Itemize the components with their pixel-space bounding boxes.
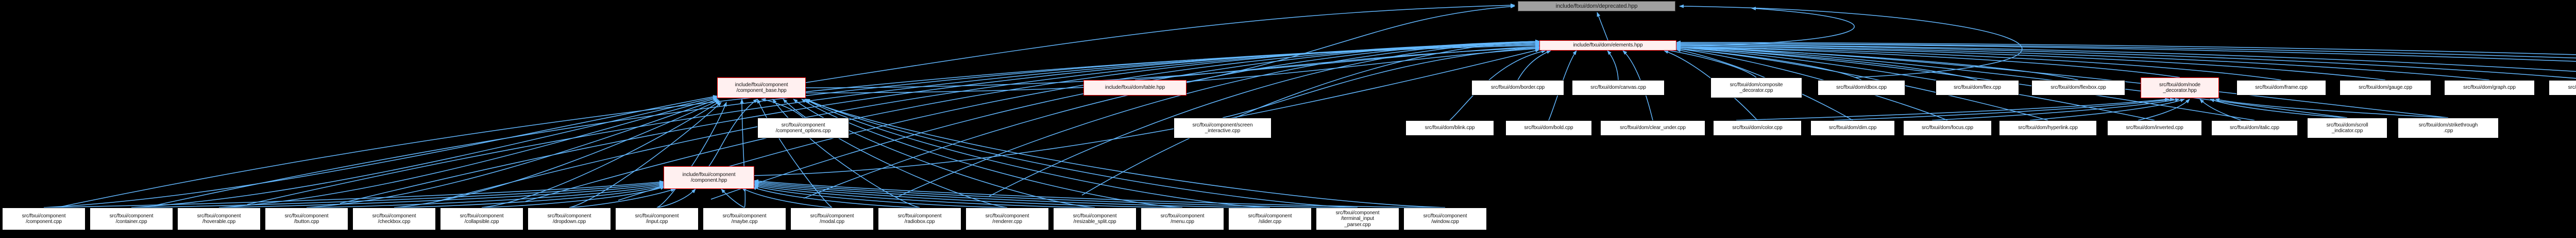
node-label: src/ftxui/dom/graph.cpp [2463,85,2516,91]
node-label: src/ftxui/component /checkbox.cpp [372,213,416,225]
graph-node[interactable]: src/ftxui/component /component.cpp [2,208,86,230]
node-label: src/ftxui/component /resizable_split.cpp [1073,213,1117,225]
graph-node[interactable]: src/ftxui/dom/frame.cpp [2236,80,2326,96]
graph-node[interactable]: include/ftxui/component /component.hpp [664,166,754,189]
graph-node[interactable]: src/ftxui/dom/bold.cpp [1505,120,1592,136]
graph-node[interactable]: src/ftxui/component /menu.cpp [1141,208,1224,230]
node-label: include/ftxui/dom/deprecated.hpp [1555,3,1638,9]
graph-node[interactable]: src/ftxui/component /maybe.cpp [703,208,786,230]
graph-node[interactable]: include/ftxui/component /component_base.… [717,77,806,98]
graph-node[interactable]: src/ftxui/component /checkbox.cpp [352,208,436,230]
graph-node[interactable]: src/ftxui/dom/graph.cpp [2444,80,2535,96]
graph-node[interactable]: src/ftxui/component /window.cpp [1403,208,1487,230]
graph-node[interactable]: src/ftxui/dom/canvas.cpp [1572,80,1665,96]
graph-node[interactable]: src/ftxui/component /component_options.c… [757,118,849,138]
graph-node[interactable]: src/ftxui/component /slider.cpp [1228,208,1312,230]
graph-node[interactable]: src/ftxui/dom/border.cpp [1471,80,1564,96]
node-label: include/ftxui/component /component_base.… [735,82,788,93]
graph-node[interactable]: src/ftxui/component /hoverable.cpp [177,208,261,230]
node-label: src/ftxui/dom/scroll _indicator.cpp [2326,122,2368,134]
node-label: src/ftxui/component/screen _interactive.… [1192,122,1253,134]
node-label: src/ftxui/dom/frame.cpp [2255,85,2308,91]
graph-node[interactable]: src/ftxui/component /modal.cpp [790,208,874,230]
graph-node[interactable]: src/ftxui/dom/gridbox.cpp [2549,80,2576,96]
node-label: src/ftxui/component /input.cpp [635,213,679,225]
node-label: src/ftxui/component /maybe.cpp [722,213,767,225]
node-label: src/ftxui/dom/italic.cpp [2230,125,2279,131]
graph-node[interactable]: src/ftxui/dom/flexbox.cpp [2031,80,2125,96]
node-label: src/ftxui/dom/border.cpp [1490,85,1545,91]
node-label: src/ftxui/dom/flex.cpp [1954,85,2001,91]
node-label: include/ftxui/dom/table.hpp [1105,85,1165,91]
graph-node[interactable]: src/ftxui/dom/strikethrough .cpp [2398,118,2499,138]
node-label: src/ftxui/dom/color.cpp [1732,125,1783,131]
edge-group [43,3,2576,208]
node-label: src/ftxui/component /renderer.cpp [985,213,1029,225]
graph-node[interactable]: src/ftxui/dom/gauge.cpp [2340,80,2431,96]
node-label: include/ftxui/dom/elements.hpp [1573,42,1643,49]
node-label: src/ftxui/component /terminal_input _par… [1335,210,1380,228]
graph-node[interactable]: src/ftxui/component/screen _interactive.… [1174,118,1272,138]
graph-node[interactable]: src/ftxui/component /dropdown.cpp [528,208,611,230]
graph-node[interactable]: src/ftxui/dom/hyperlink.cpp [1999,120,2097,136]
graph-node[interactable]: src/ftxui/dom/clear_under.cpp [1600,120,1705,136]
node-label: src/ftxui/component /menu.cpp [1160,213,1205,225]
node-label: src/ftxui/dom/focus.cpp [1922,125,1973,131]
graph-node[interactable]: include/ftxui/dom/table.hpp [1083,80,1187,96]
node-label: src/ftxui/dom/composite _decorator.cpp [1730,82,1783,93]
node-label: src/ftxui/component /collapsible.cpp [460,213,504,225]
node-label: src/ftxui/dom/dbox.cpp [1836,85,1887,91]
graph-node[interactable]: src/ftxui/component /resizable_split.cpp [1053,208,1137,230]
node-label: src/ftxui/dom/hyperlink.cpp [2018,125,2078,131]
node-label: src/ftxui/component /component.cpp [22,213,66,225]
graph-node[interactable]: src/ftxui/component /input.cpp [615,208,699,230]
node-label: src/ftxui/component /modal.cpp [810,213,854,225]
graph-node[interactable]: src/ftxui/dom/inverted.cpp [2107,120,2202,136]
node-label: src/ftxui/component /radiobox.cpp [897,213,942,225]
graph-node[interactable]: src/ftxui/dom/composite _decorator.cpp [1710,77,1802,98]
graph-node[interactable]: src/ftxui/dom/node _decorator.hpp [2141,77,2219,98]
node-label: src/ftxui/dom/canvas.cpp [1590,85,1646,91]
graph-node[interactable]: src/ftxui/dom/flex.cpp [1936,80,2019,96]
node-label: src/ftxui/component /component_options.c… [775,122,831,134]
graph-node[interactable]: src/ftxui/dom/color.cpp [1713,120,1802,136]
node-label: src/ftxui/dom/node _decorator.hpp [2159,82,2200,93]
node-label: src/ftxui/component /button.cpp [284,213,329,225]
graph-node[interactable]: src/ftxui/component /terminal_input _par… [1316,208,1399,230]
node-label: src/ftxui/dom/bold.cpp [1524,125,1573,131]
node-label: src/ftxui/dom/strikethrough .cpp [2418,122,2478,134]
graph-node[interactable]: src/ftxui/dom/focus.cpp [1903,120,1992,136]
graph-node[interactable]: src/ftxui/dom/dbox.cpp [1818,80,1905,96]
node-label: src/ftxui/dom/clear_under.cpp [1620,125,1686,131]
node-label: include/ftxui/component /component.hpp [682,171,736,183]
graph-node[interactable]: src/ftxui/dom/italic.cpp [2211,120,2298,136]
graph-node[interactable]: src/ftxui/component /collapsible.cpp [440,208,523,230]
node-label: src/ftxui/component /window.cpp [1423,213,1467,225]
graph-node[interactable]: include/ftxui/dom/elements.hpp [1539,40,1676,51]
node-label: src/ftxui/dom/inverted.cpp [2126,125,2183,131]
graph-root-node[interactable]: include/ftxui/dom/deprecated.hpp [1518,1,1675,11]
graph-node[interactable]: src/ftxui/component /container.cpp [90,208,173,230]
node-label: src/ftxui/dom/dim.cpp [1828,125,1877,131]
node-label: src/ftxui/component /slider.cpp [1248,213,1292,225]
node-label: src/ftxui/component /container.cpp [109,213,154,225]
node-label: src/ftxui/dom/gridbox.cpp [2568,85,2576,91]
node-label: src/ftxui/dom/blink.cpp [1425,125,1475,131]
graph-node[interactable]: src/ftxui/component /renderer.cpp [965,208,1049,230]
graph-node[interactable]: src/ftxui/component /radiobox.cpp [878,208,961,230]
graph-node[interactable]: src/ftxui/dom/blink.cpp [1405,120,1494,136]
graph-node[interactable]: src/ftxui/component /button.cpp [265,208,348,230]
graph-node[interactable]: src/ftxui/dom/scroll _indicator.cpp [2307,118,2387,138]
node-label: src/ftxui/dom/flexbox.cpp [2050,85,2106,91]
node-label: src/ftxui/component /hoverable.cpp [197,213,241,225]
graph-node[interactable]: src/ftxui/dom/dim.cpp [1810,120,1895,136]
node-label: src/ftxui/dom/gauge.cpp [2359,85,2412,91]
node-label: src/ftxui/component /dropdown.cpp [547,213,591,225]
